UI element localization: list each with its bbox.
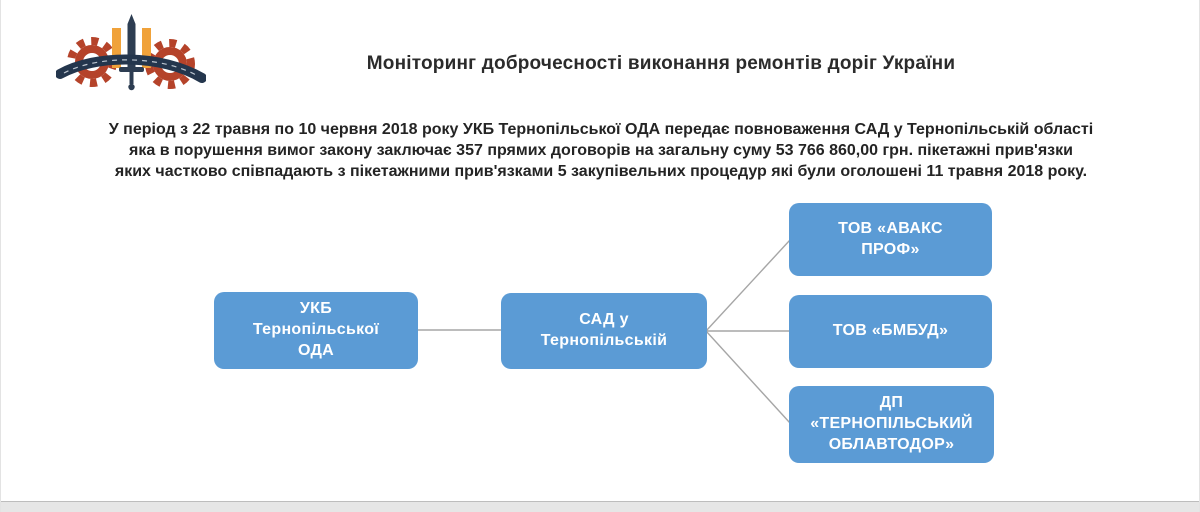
summary-text: У період з 22 травня по 10 червня 2018 р… bbox=[108, 121, 1094, 180]
page-title: Моніторинг доброчесності виконання ремон… bbox=[366, 53, 956, 74]
edge-sad-to-avaks bbox=[705, 239, 791, 332]
right-pillar-icon bbox=[142, 28, 151, 68]
road-ribbon-icon bbox=[56, 54, 206, 83]
edge-sad-to-oblavtodor bbox=[705, 330, 791, 424]
node-sad-ternopil: САД у Тернопільській bbox=[501, 293, 707, 369]
sword-icon bbox=[119, 14, 144, 91]
node-dp-ternopilskyi-oblavtodor: ДП «ТЕРНОПІЛЬСЬКИЙ ОБЛАВТОДОР» bbox=[789, 386, 994, 463]
footer-bar bbox=[1, 501, 1199, 512]
gears-trident-road-logo-icon bbox=[56, 14, 206, 91]
left-pillar-icon bbox=[112, 28, 121, 68]
node-tov-bmbud: ТОВ «БМБУД» bbox=[789, 295, 992, 368]
node-ukb-ternopil-oda: УКБ Тернопільської ОДА bbox=[214, 292, 418, 369]
node-tov-avaks-prof: ТОВ «АВАКС ПРОФ» bbox=[789, 203, 992, 276]
